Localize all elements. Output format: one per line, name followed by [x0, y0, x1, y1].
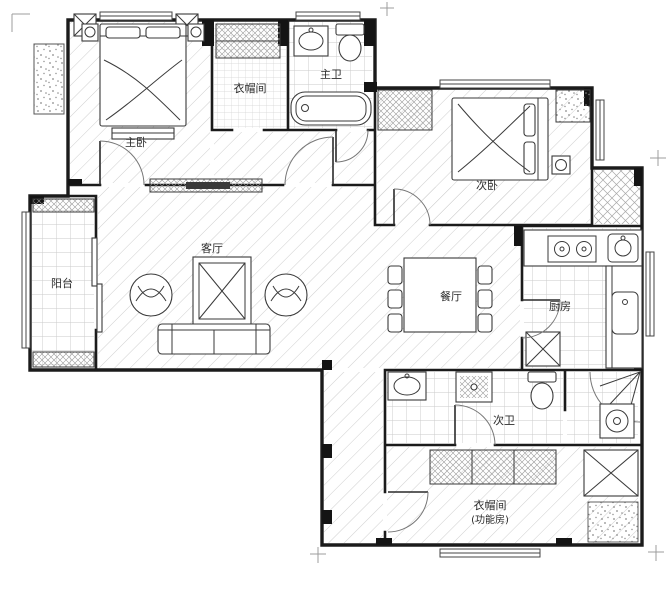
- windows: [21, 11, 655, 558]
- fridge-icon: [525, 331, 561, 367]
- master-bath-label: 主卫: [320, 68, 342, 81]
- nightstand-icon: [187, 23, 205, 42]
- duct-pillar-zone: [594, 170, 640, 224]
- column-icon: [322, 360, 332, 370]
- master-bath-door-icon: [335, 129, 369, 163]
- window-icon: [295, 11, 361, 21]
- entry-door-icon: [284, 136, 334, 186]
- window-icon: [439, 79, 551, 89]
- toilet-icon: [335, 23, 365, 62]
- column-icon: [322, 510, 332, 524]
- sink-icon: [387, 371, 427, 401]
- sink-icon: [293, 25, 329, 57]
- wardrobe-icon: [215, 23, 281, 59]
- pillar-icon: [583, 449, 639, 497]
- dining-table-icon: [403, 257, 477, 333]
- sliding-door-icon: [91, 237, 103, 333]
- window-icon: [645, 251, 655, 337]
- wardrobe-icon: [429, 449, 557, 485]
- master-bedroom-door-icon: [99, 140, 145, 186]
- window-icon: [21, 211, 31, 349]
- washing-machine-icon: [599, 403, 635, 439]
- toilet-icon: [527, 371, 557, 410]
- tv-cabinet-icon: [149, 178, 263, 193]
- column-icon: [376, 538, 392, 545]
- corridor-floor: [324, 372, 383, 543]
- window-icon: [439, 548, 541, 558]
- column-icon: [202, 20, 214, 46]
- cloakroom-label: 衣帽间: [234, 81, 267, 95]
- stove-icon: [547, 235, 597, 263]
- secondary-bath-door-icon: [454, 404, 496, 446]
- column-icon: [514, 226, 522, 246]
- function-room-door-icon: [387, 491, 429, 533]
- column-icon: [364, 20, 375, 46]
- function-room-label-line2: (功能房): [471, 513, 509, 526]
- interior-walls: [66, 18, 644, 547]
- window-icon: [99, 11, 173, 21]
- column-icon: [68, 179, 82, 185]
- secondary-bedroom-label: 次卧: [476, 178, 498, 192]
- shower-icon: [455, 371, 493, 403]
- secondary-bedroom-door-icon: [393, 188, 431, 226]
- function-room-label-line1: 衣帽间: [474, 498, 507, 512]
- column-icon: [364, 82, 377, 92]
- pillar-icon: [587, 501, 639, 543]
- pillar-icon: [555, 89, 591, 123]
- wardrobe-icon: [377, 89, 433, 131]
- exterior-pillar-strip: [33, 43, 65, 115]
- column-icon: [556, 538, 572, 545]
- dining-chair-icon: [387, 265, 493, 333]
- nightstand-icon: [81, 23, 99, 42]
- balcony-cabinet-icon: [32, 351, 95, 368]
- column-icon: [322, 444, 332, 458]
- kitchen-label: 厨房: [549, 300, 571, 313]
- master-bedroom-label: 主卧: [125, 136, 147, 149]
- kitchen-door-icon: [521, 299, 561, 339]
- window-icon: [595, 99, 605, 161]
- column-icon: [634, 168, 642, 186]
- balcony-cabinet-icon: [32, 198, 95, 213]
- kitchen-sink-icon: [607, 233, 639, 335]
- armchair-icon: [264, 273, 308, 317]
- dining-room-label: 餐厅: [440, 289, 462, 303]
- secondary-bath-label: 次卫: [493, 413, 515, 427]
- column-icon: [278, 20, 288, 46]
- sofa-icon: [157, 323, 271, 355]
- dimension-ticks: [11, 2, 666, 563]
- nightstand-icon: [551, 155, 571, 175]
- bathtub-icon: [290, 91, 372, 126]
- balcony-label: 阳台: [51, 276, 73, 290]
- master-bed-icon: [99, 23, 187, 140]
- coffee-table-icon: [192, 256, 252, 326]
- armchair-icon: [129, 273, 173, 317]
- secondary-bed-icon: [451, 97, 549, 181]
- balcony-floor: [32, 198, 94, 368]
- living-room-label: 客厅: [201, 241, 223, 255]
